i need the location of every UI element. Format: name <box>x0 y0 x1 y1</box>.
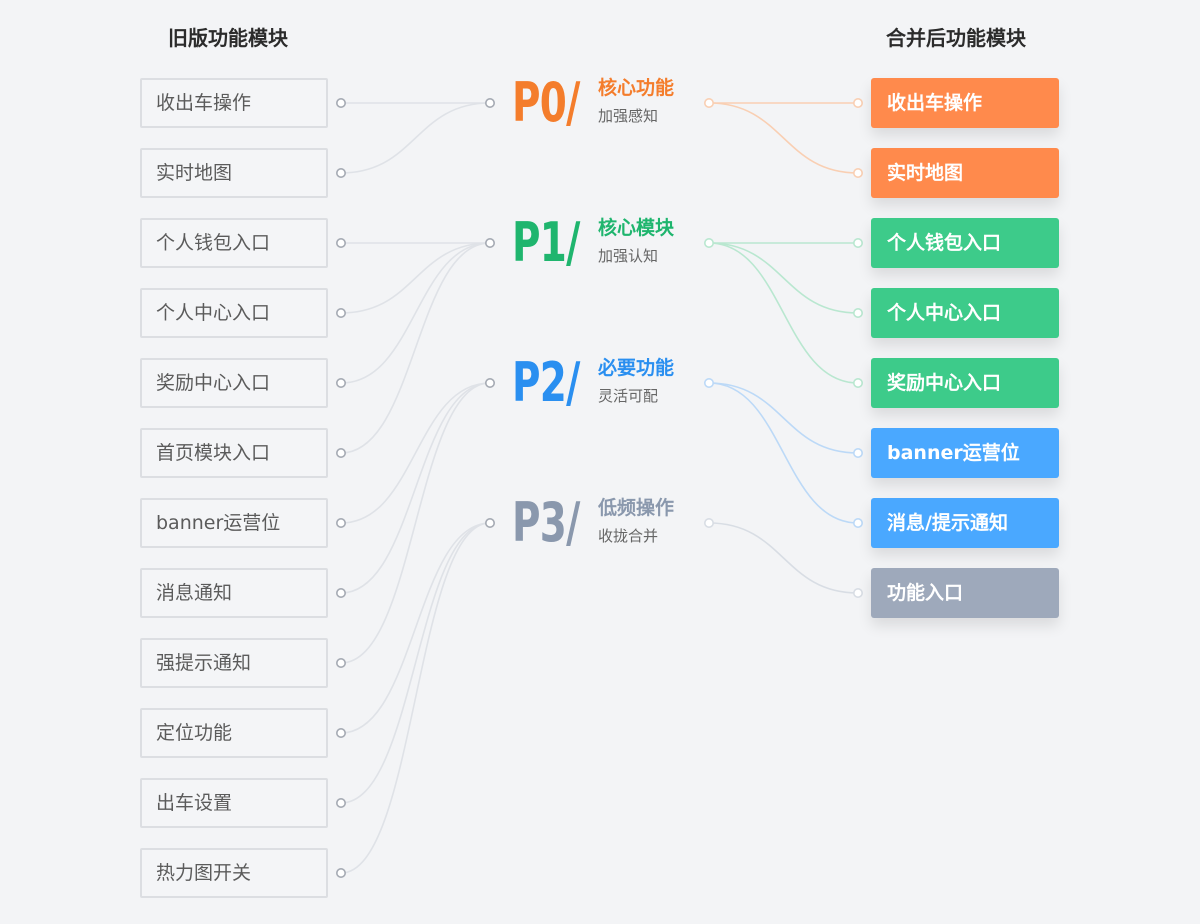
merged-module-item: 个人钱包入口 <box>871 218 1059 268</box>
priority-to-merged-link <box>708 522 859 594</box>
old-module-item: 强提示通知 <box>140 638 328 688</box>
merged-module-connector-dot <box>852 587 863 598</box>
old-module-connector-dot <box>335 797 346 808</box>
old-to-priority-link <box>340 382 491 594</box>
priority-output-dot <box>703 377 714 388</box>
old-module-connector-dot <box>335 377 346 388</box>
old-module-item: 消息通知 <box>140 568 328 618</box>
priority-output-dot <box>703 98 714 109</box>
merged-module-connector-dot <box>852 168 863 179</box>
old-module-connector-dot <box>335 657 346 668</box>
old-to-priority-link <box>340 242 491 384</box>
merged-module-item: 奖励中心入口 <box>871 358 1059 408</box>
merged-module-item: banner运营位 <box>871 428 1059 478</box>
old-module-connector-dot <box>335 98 346 109</box>
old-module-item: 收出车操作 <box>140 78 328 128</box>
merged-module-item: 实时地图 <box>871 148 1059 198</box>
priority-code: P3/ <box>512 491 580 554</box>
merged-modules-heading: 合并后功能模块 <box>886 26 1026 50</box>
priority-to-merged-link <box>708 242 859 314</box>
old-module-connector-dot <box>335 727 346 738</box>
old-module-connector-dot <box>335 867 346 878</box>
old-to-priority-link <box>340 522 491 804</box>
priority-to-merged-link <box>708 382 859 454</box>
priority-subtitle: 加强感知 <box>598 107 659 125</box>
merged-module-connector-dot <box>852 238 863 249</box>
old-module-item: 实时地图 <box>140 148 328 198</box>
priority-label: P3/低频操作收拢合并 <box>512 495 712 551</box>
priority-input-dot <box>484 517 495 528</box>
old-to-priority-link <box>340 522 491 734</box>
old-to-priority-link <box>340 242 491 314</box>
priority-input-dot <box>484 238 495 249</box>
old-module-item: 首页模块入口 <box>140 428 328 478</box>
old-to-priority-link <box>340 102 491 174</box>
priority-code: P1/ <box>512 211 580 274</box>
old-to-priority-link <box>340 522 491 874</box>
merged-module-connector-dot <box>852 307 863 318</box>
old-to-priority-link <box>340 382 491 664</box>
priority-input-dot <box>484 377 495 388</box>
priority-label: P1/核心模块加强认知 <box>512 215 712 271</box>
priority-title: 核心模块 <box>598 217 675 239</box>
merged-module-connector-dot <box>852 377 863 388</box>
priority-label: P0/核心功能加强感知 <box>512 75 712 131</box>
old-module-connector-dot <box>335 587 346 598</box>
priority-title: 低频操作 <box>598 497 675 519</box>
priority-label: P2/必要功能灵活可配 <box>512 355 712 411</box>
merged-module-item: 消息/提示通知 <box>871 498 1059 548</box>
old-to-priority-link <box>340 382 491 524</box>
old-module-connector-dot <box>335 307 346 318</box>
priority-title: 核心功能 <box>598 77 675 99</box>
merged-module-item: 功能入口 <box>871 568 1059 618</box>
merged-module-connector-dot <box>852 98 863 109</box>
priority-to-merged-link <box>708 382 859 524</box>
priority-code: P2/ <box>512 351 580 414</box>
priority-title: 必要功能 <box>598 357 675 379</box>
old-module-connector-dot <box>335 168 346 179</box>
merged-module-item: 收出车操作 <box>871 78 1059 128</box>
old-module-item: banner运营位 <box>140 498 328 548</box>
old-module-item: 个人钱包入口 <box>140 218 328 268</box>
old-module-item: 个人中心入口 <box>140 288 328 338</box>
priority-output-dot <box>703 517 714 528</box>
old-modules-heading: 旧版功能模块 <box>168 26 288 50</box>
old-module-item: 定位功能 <box>140 708 328 758</box>
priority-output-dot <box>703 238 714 249</box>
priority-to-merged-link <box>708 102 859 174</box>
old-module-item: 奖励中心入口 <box>140 358 328 408</box>
merged-module-item: 个人中心入口 <box>871 288 1059 338</box>
old-module-item: 出车设置 <box>140 778 328 828</box>
merged-module-connector-dot <box>852 517 863 528</box>
priority-subtitle: 加强认知 <box>598 247 659 265</box>
priority-to-merged-link <box>708 242 859 384</box>
old-module-item: 热力图开关 <box>140 848 328 898</box>
old-to-priority-link <box>340 242 491 454</box>
priority-input-dot <box>484 98 495 109</box>
priority-subtitle: 灵活可配 <box>598 387 659 405</box>
old-module-connector-dot <box>335 238 346 249</box>
priority-code: P0/ <box>512 71 580 134</box>
merged-module-connector-dot <box>852 447 863 458</box>
priority-subtitle: 收拢合并 <box>598 527 659 545</box>
old-module-connector-dot <box>335 447 346 458</box>
old-module-connector-dot <box>335 517 346 528</box>
